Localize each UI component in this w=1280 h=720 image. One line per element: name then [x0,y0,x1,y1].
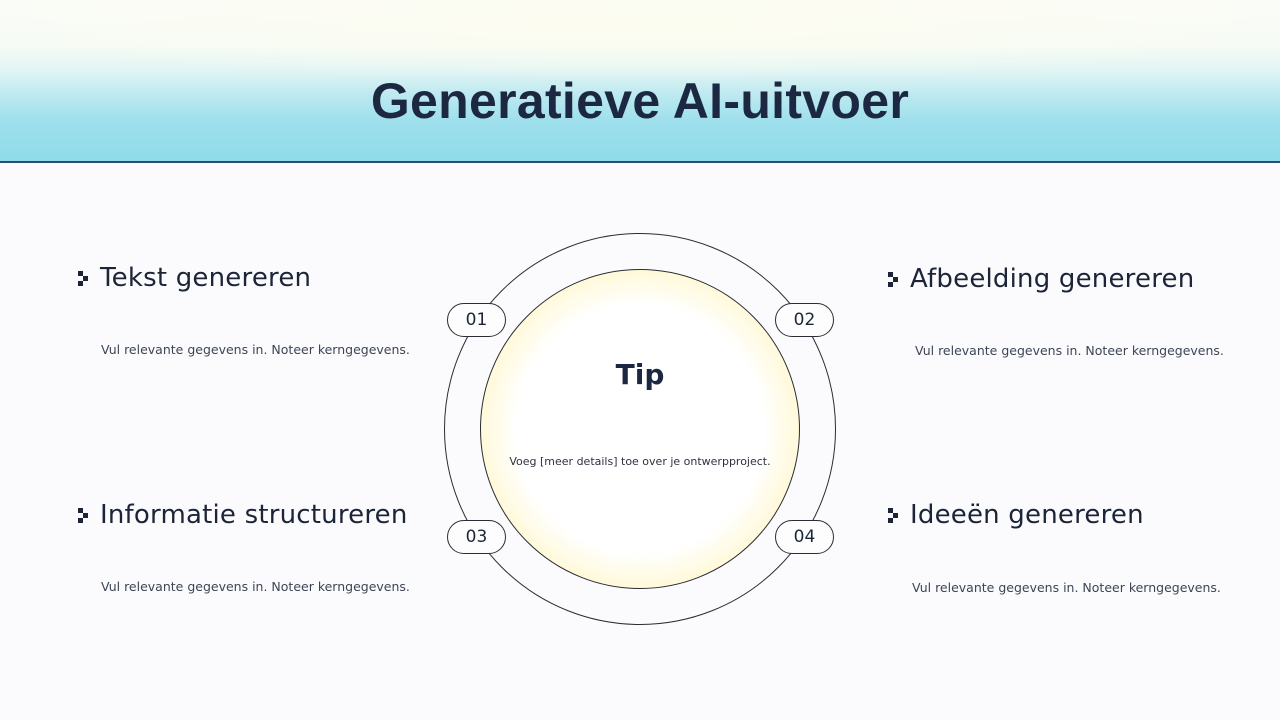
item-title: Tekst genereren [100,263,312,293]
pixel-arrow-bullet-icon [78,271,90,286]
tip-title: Tip [615,358,665,391]
item-idea-generation: Ideeën genereren [888,500,1144,530]
header-banner: Generatieve AI-uitvoer [0,0,1280,163]
item-description: Vul relevante gegevens in. Noteer kernge… [101,579,410,594]
item-image-generation: Afbeelding genereren [888,264,1194,294]
outer-ring [444,233,836,625]
item-description: Vul relevante gegevens in. Noteer kernge… [101,342,410,357]
tip-description: Voeg [meer details] toe over je ontwerpp… [509,455,771,468]
pixel-arrow-bullet-icon [888,508,900,523]
item-description: Vul relevante gegevens in. Noteer kernge… [915,343,1224,358]
pixel-arrow-bullet-icon [78,508,90,523]
badge-04: 04 [775,520,834,554]
pixel-arrow-bullet-icon [888,272,900,287]
tip-circle [480,269,800,589]
badge-03: 03 [447,520,506,554]
item-title: Ideeën genereren [910,500,1144,530]
item-structure-information: Informatie structureren [78,500,408,530]
item-text-generation: Tekst genereren [78,263,311,293]
badge-02: 02 [775,303,834,337]
item-title: Afbeelding genereren [910,264,1195,294]
item-title: Informatie structureren [100,500,408,530]
badge-01: 01 [447,303,506,337]
item-description: Vul relevante gegevens in. Noteer kernge… [912,580,1221,595]
slide-title: Generatieve AI-uitvoer [370,73,910,129]
